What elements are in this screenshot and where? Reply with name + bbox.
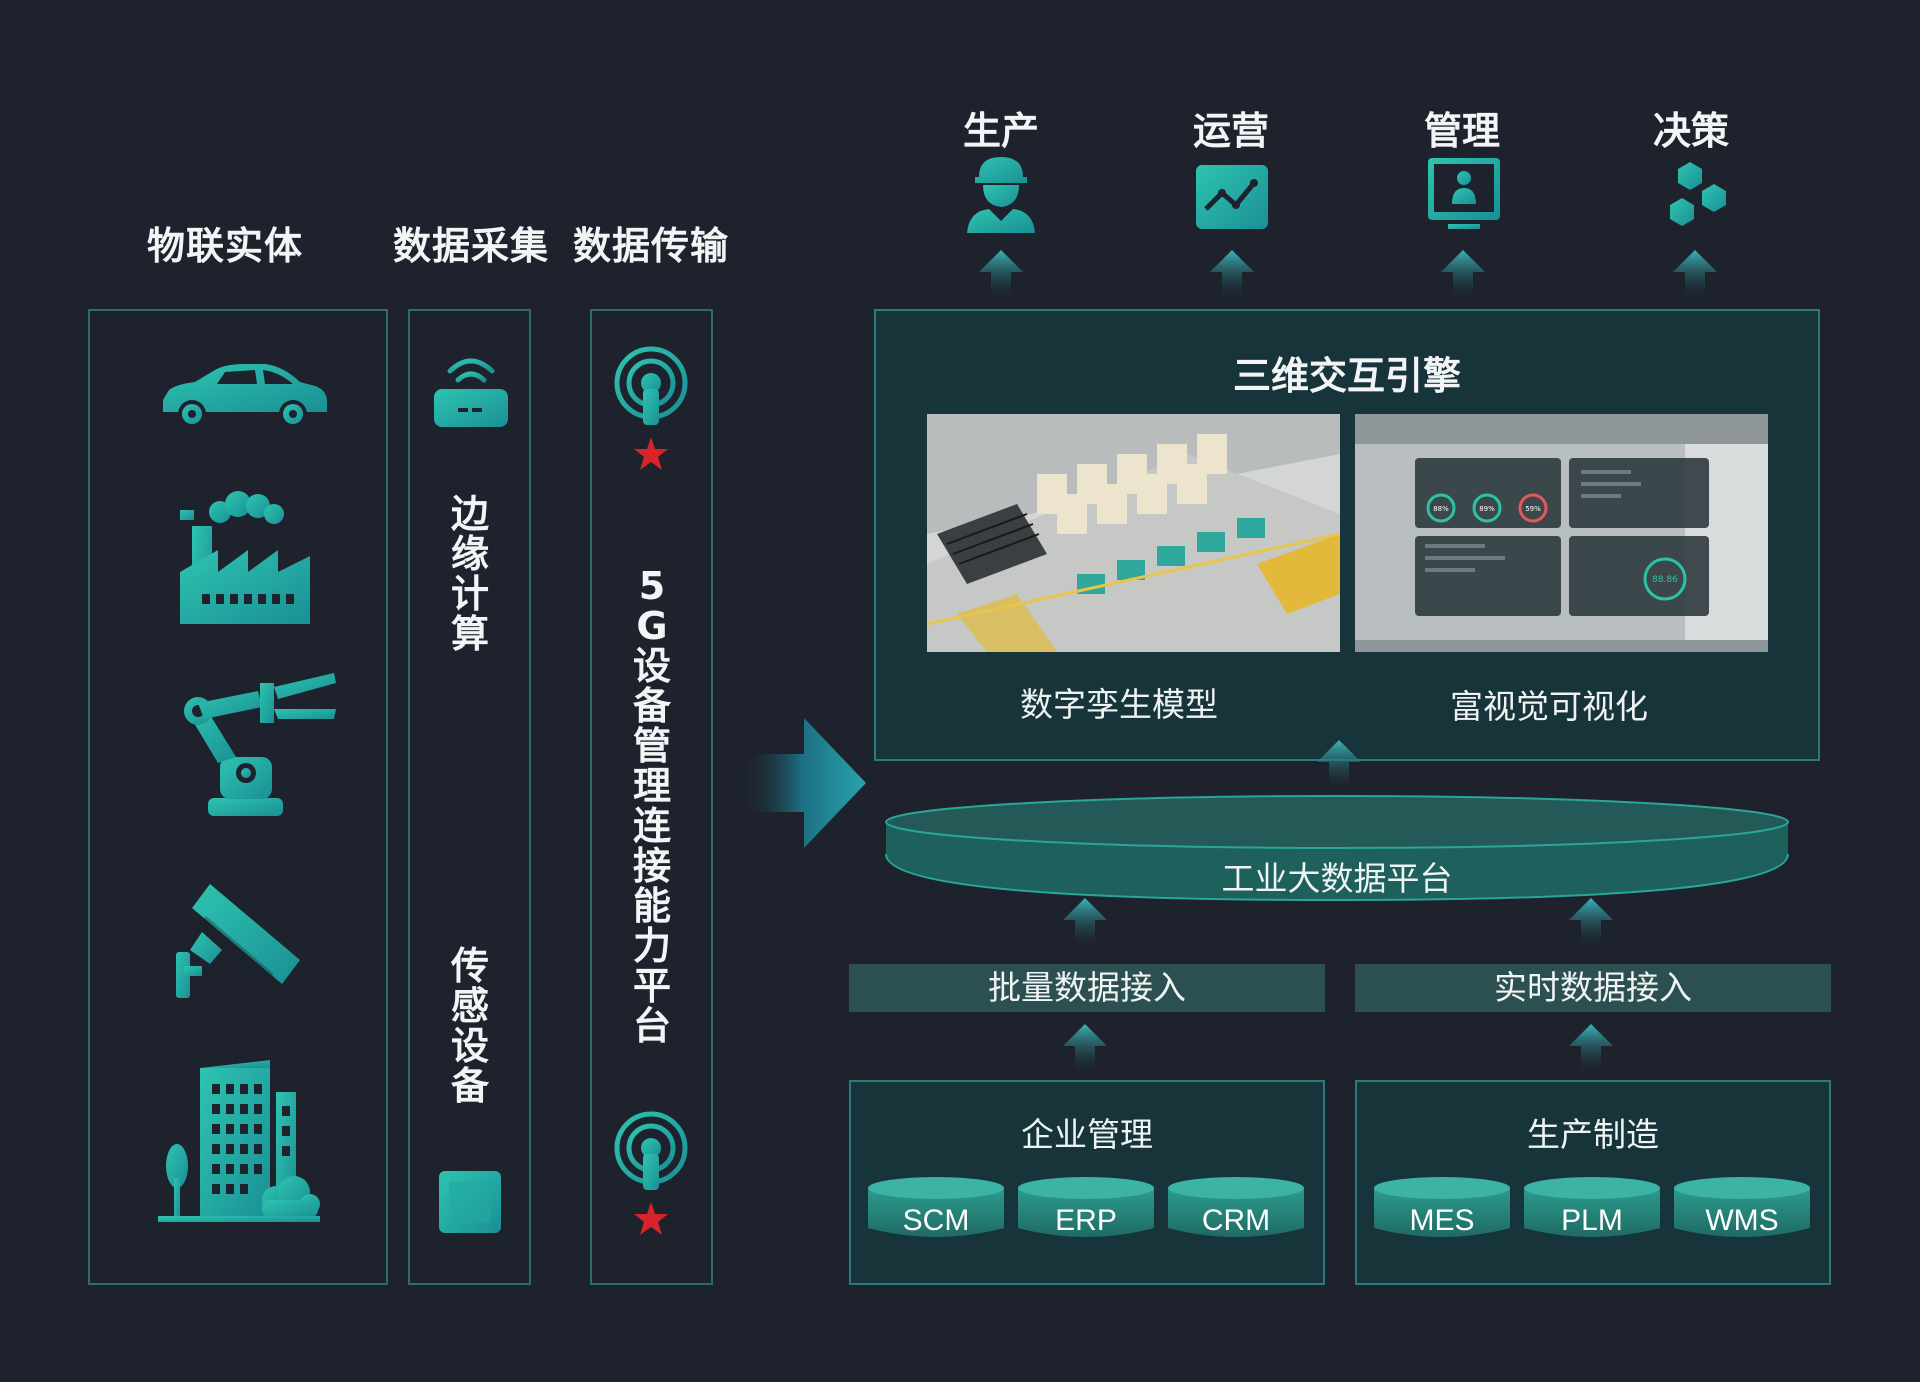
factory-icon: [180, 491, 310, 624]
manufacturing-systems: MES PLM WMS: [1374, 1177, 1810, 1237]
building-icon: [158, 1060, 320, 1222]
output-label-3: 决策: [1653, 109, 1730, 153]
database-scm: SCM: [868, 1177, 1004, 1237]
db-label-erp: ERP: [1055, 1204, 1117, 1237]
presenter-icon: [1428, 158, 1500, 229]
edge-computing-label: 边缘计算: [450, 492, 489, 656]
big-data-platform-disc: [885, 795, 1789, 902]
realtime-ingest-bar: 实时数据接入: [1355, 964, 1831, 1012]
antenna-icon: [614, 1111, 688, 1235]
db-label-wms: WMS: [1705, 1204, 1778, 1237]
database-erp: ERP: [1018, 1177, 1154, 1237]
hexagon-icon: [1670, 162, 1726, 226]
db-label-plm: PLM: [1561, 1204, 1623, 1237]
enterprise-management-title: 企业管理: [1021, 1115, 1153, 1154]
output-label-1: 运营: [1193, 109, 1270, 153]
worker-icon: [967, 157, 1035, 233]
5g-platform-label: 5G设备管理连接能力平台: [632, 564, 671, 1048]
gauge-value-1: 89%: [1479, 505, 1495, 513]
sensing-devices-label: 传感设备: [450, 944, 489, 1108]
manufacturing-title: 生产制造: [1527, 1115, 1659, 1154]
iot-entity-frame: [88, 309, 388, 1285]
up-arrow: [979, 250, 1023, 298]
data-transmission-frame: [590, 309, 713, 1285]
up-arrow: [1063, 1024, 1107, 1072]
output-label-2: 管理: [1424, 109, 1501, 153]
gauge-value-main: 88.86: [1652, 575, 1678, 585]
column-title-iot-entity: 物联实体: [147, 224, 304, 268]
camera-icon: [176, 884, 300, 998]
up-arrow: [1569, 898, 1613, 946]
database-crm: CRM: [1168, 1177, 1304, 1237]
visualization-caption: 富视觉可视化: [1450, 687, 1648, 726]
gauge-value-2: 59%: [1525, 505, 1541, 513]
database-mes: MES: [1374, 1177, 1510, 1237]
gauge-value-0: 88%: [1433, 505, 1449, 513]
big-data-platform-label: 工业大数据平台: [1221, 859, 1453, 898]
up-arrow: [1063, 898, 1107, 946]
flow-arrow: [738, 718, 866, 848]
router-icon: [434, 358, 508, 427]
antenna-icon: [614, 346, 688, 470]
car-icon: [163, 364, 327, 428]
column-title-data-transmission: 数据传输: [573, 224, 730, 268]
db-label-mes: MES: [1409, 1204, 1474, 1237]
batch-ingest-bar: 批量数据接入: [849, 964, 1325, 1012]
database-plm: PLM: [1524, 1177, 1660, 1237]
up-arrow: [1210, 250, 1254, 298]
chart-icon: [1196, 165, 1268, 229]
engine-title: 三维交互引擎: [1232, 354, 1461, 398]
database-wms: WMS: [1674, 1177, 1810, 1237]
db-label-crm: CRM: [1202, 1204, 1270, 1237]
up-arrow: [1317, 740, 1361, 788]
up-arrow: [1673, 250, 1717, 298]
robot-arm-icon: [184, 673, 336, 816]
up-arrow: [1569, 1024, 1613, 1072]
up-arrow: [1441, 250, 1485, 298]
digital-twin-image: [927, 414, 1340, 652]
output-label-0: 生产: [963, 109, 1040, 153]
chip-icon: [427, 1159, 513, 1245]
column-title-data-collection: 数据采集: [393, 224, 550, 268]
enterprise-systems: SCM ERP CRM: [868, 1177, 1304, 1237]
data-collection-frame: [408, 309, 531, 1285]
visualization-image: 88% 89% 59% 88.86: [1355, 414, 1768, 652]
digital-twin-caption: 数字孪生模型: [1020, 685, 1218, 724]
db-label-scm: SCM: [903, 1204, 970, 1237]
